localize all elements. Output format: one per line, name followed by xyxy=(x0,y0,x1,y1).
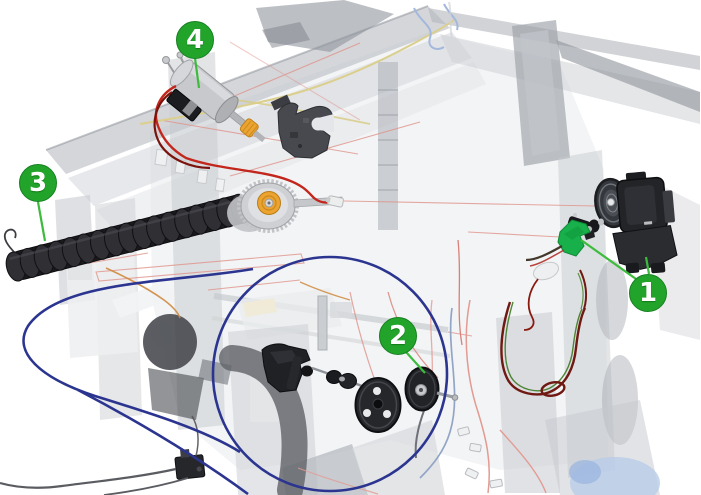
callout-4-badge: 4 xyxy=(176,21,214,59)
detail-loop-tail xyxy=(77,388,249,495)
sensor-green-bracket xyxy=(557,216,592,257)
callout-2-badge: 2 xyxy=(379,317,417,355)
encoder-sensor-motor-assembly xyxy=(523,171,678,331)
callout-2-number: 2 xyxy=(388,321,408,351)
detail-circle xyxy=(211,255,449,493)
fan-disc xyxy=(143,314,232,420)
detail-loop-lasso xyxy=(22,267,254,454)
wire-connectors xyxy=(457,426,503,489)
detail-loop xyxy=(22,255,449,495)
callout-1-number: 1 xyxy=(638,278,658,308)
curved-duct xyxy=(219,345,308,495)
bottom-left-component xyxy=(0,415,206,495)
drive-pulley-assembly xyxy=(261,343,459,433)
maroon-green-wire-loop xyxy=(500,269,588,397)
ribbed-feed-roller xyxy=(3,179,343,282)
light-blue-wire xyxy=(413,7,445,50)
latch-hook-bracket xyxy=(270,94,334,159)
callout-1-badge: 1 xyxy=(629,274,667,312)
blue-gray-wire xyxy=(419,307,456,479)
red-wire xyxy=(154,84,332,204)
callout-leader-lines xyxy=(36,57,651,374)
actuator-motor-assembly xyxy=(153,51,345,208)
callout-3-number: 3 xyxy=(28,168,48,198)
callout-3-badge: 3 xyxy=(19,164,57,202)
callout-4-number: 4 xyxy=(185,25,205,55)
pulley-disc-large xyxy=(354,377,402,433)
orange-wire xyxy=(105,267,181,319)
pulley-disc-small xyxy=(404,366,459,412)
sensor-motor-body xyxy=(612,171,678,274)
